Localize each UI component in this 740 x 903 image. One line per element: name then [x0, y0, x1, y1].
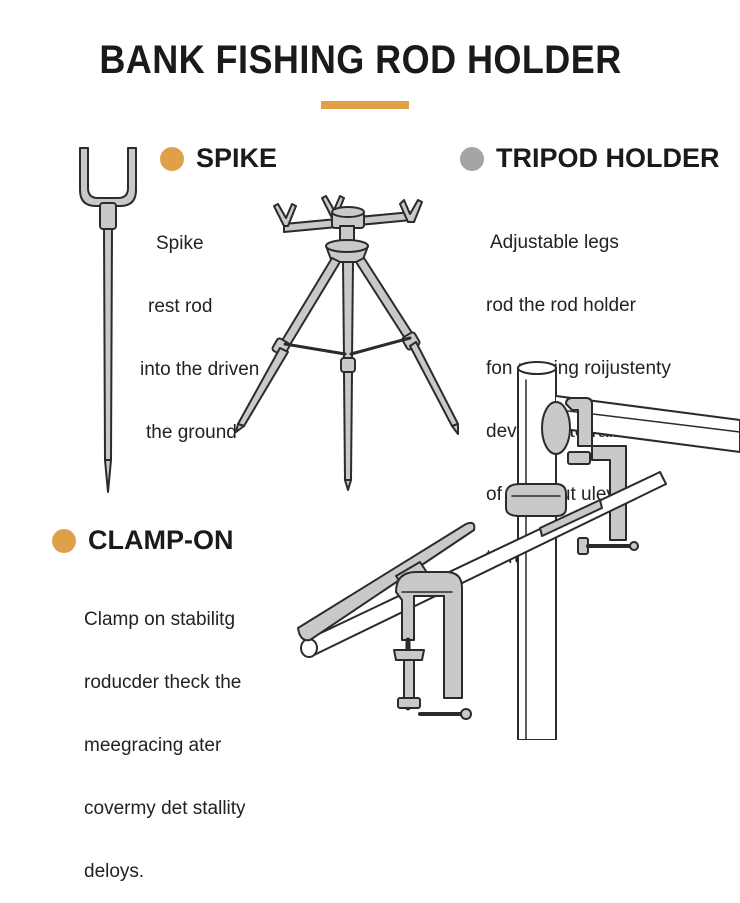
- spike-bullet-dot: [160, 146, 184, 171]
- spike-rod-rest-icon: [79, 147, 137, 493]
- tripod-desc-line: Adjustable legs: [490, 232, 619, 253]
- spike-desc-line: Spike: [156, 233, 204, 254]
- spike-heading: SPIKE: [160, 143, 277, 174]
- title-accent-bar: [321, 101, 409, 109]
- tripod-rod-holder-icon: [235, 195, 459, 491]
- clamp-desc-line: deloys.: [84, 861, 145, 882]
- clamp-heading: CLAMP-ON: [52, 525, 233, 556]
- spike-description: Spike rest rod into the driven the groun…: [140, 191, 259, 464]
- clamp-bullet-dot: [52, 528, 76, 553]
- clamp-desc-line: covermy det stallity: [84, 798, 246, 819]
- tripod-heading-label: TRIPOD HOLDER: [496, 143, 720, 173]
- page-title: BANK FISHING ROD HOLDER: [99, 38, 622, 82]
- spike-desc-line: into the driven: [140, 359, 260, 380]
- spike-desc-line: rest rod: [148, 296, 213, 317]
- tripod-desc-line: rod the rod holder: [486, 295, 636, 316]
- tripod-bullet-dot: [460, 146, 484, 171]
- illustrations-canvas: [79, 147, 740, 740]
- clamp-heading-label: CLAMP-ON: [88, 525, 234, 555]
- tripod-heading: TRIPOD HOLDER: [460, 143, 720, 174]
- clamp-on-rod-holder-icon: [297, 361, 740, 740]
- clamp-desc-line: roducder theck the: [84, 672, 242, 693]
- spike-desc-line: the ground: [146, 422, 237, 443]
- clamp-desc-line: Clamp on stabilitg: [84, 609, 236, 630]
- spike-heading-label: SPIKE: [196, 143, 278, 173]
